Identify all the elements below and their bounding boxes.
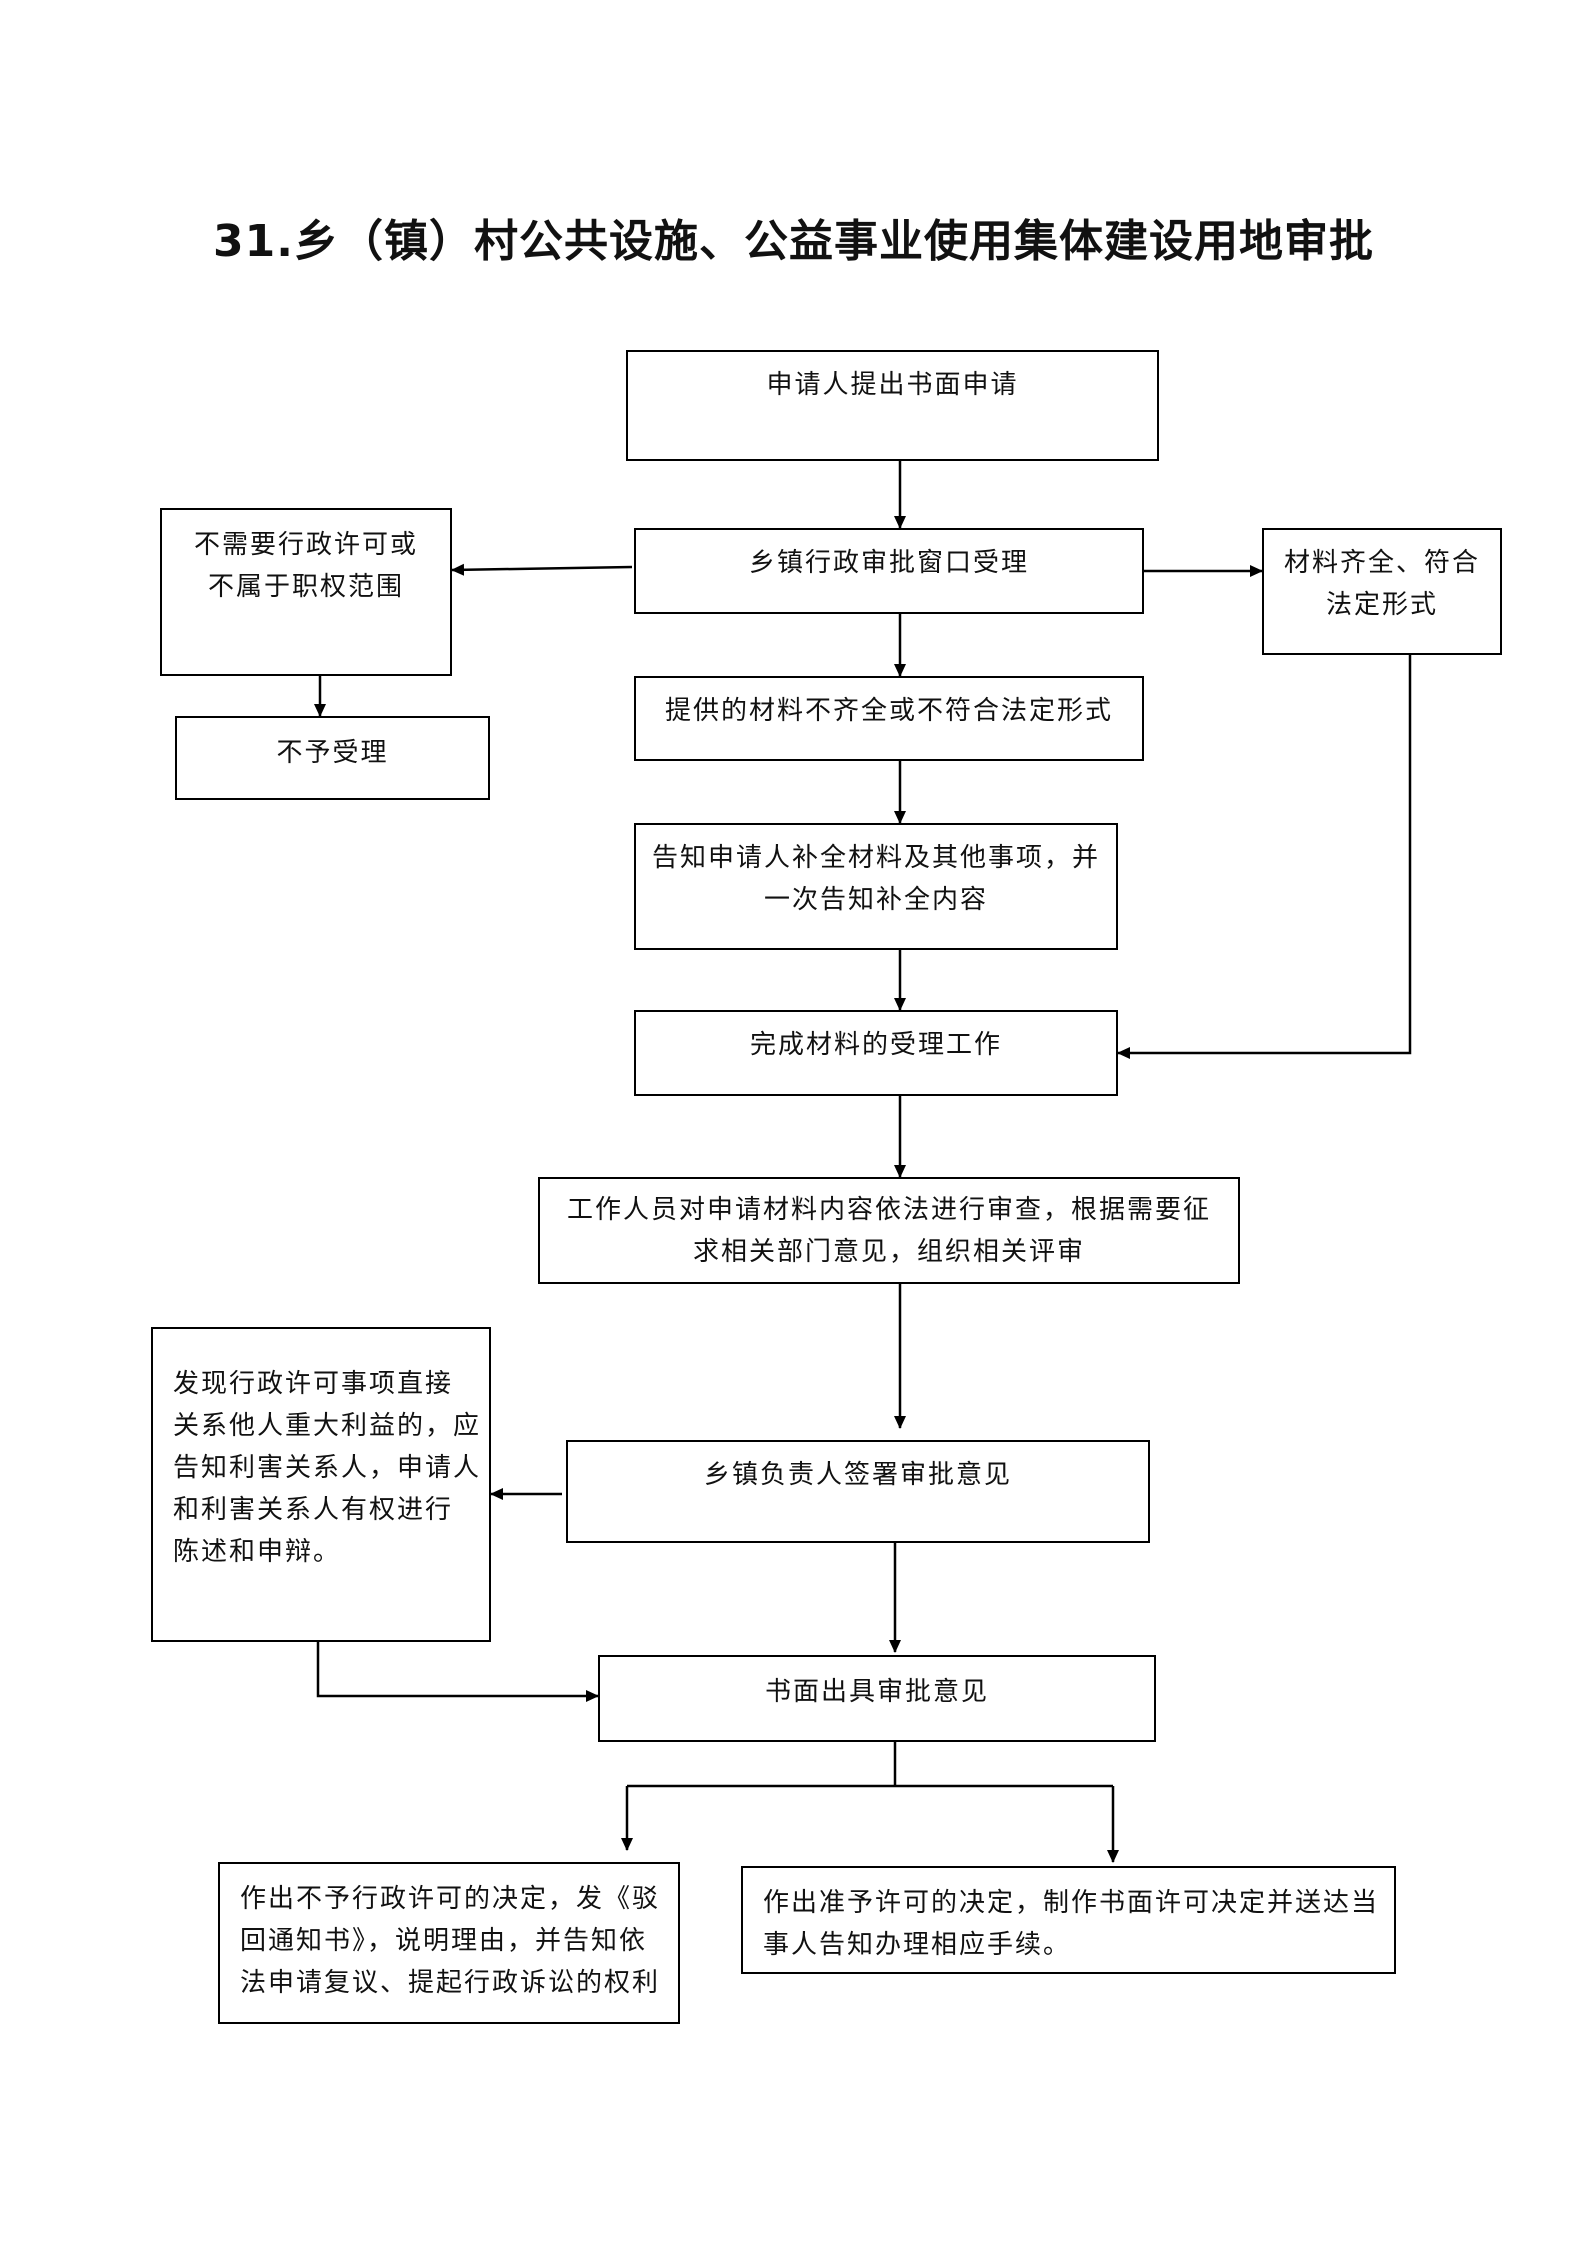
node-notify-supplement-line-1: 告知申请人补全材料及其他事项，并 <box>651 843 1100 873</box>
node-sign-line-1: 乡镇负责人签署审批意见 <box>703 1460 1012 1490</box>
node-not-needed-line-2: 不属于职权范围 <box>207 572 404 602</box>
node-accept-line-1: 乡镇行政审批窗口受理 <box>748 548 1029 578</box>
node-hearing-line-2: 关系他人重大利益的，应 <box>173 1411 482 1441</box>
node-deny-line-2: 回通知书》，说明理由，并告知依 <box>240 1926 648 1956</box>
node-incomplete-line-1: 提供的材料不齐全或不符合法定形式 <box>664 696 1113 726</box>
node-grant: 作出准予许可的决定，制作书面许可决定并送达当 事人告知办理相应手续。 <box>741 1866 1396 1974</box>
node-deny: 作出不予行政许可的决定，发《驳 回通知书》，说明理由，并告知依 法申请复议、提起… <box>218 1862 680 2024</box>
node-not-needed-line-1: 不需要行政许可或 <box>193 530 418 560</box>
node-hearing-line-1: 发现行政许可事项直接 <box>173 1369 454 1399</box>
node-complete-ok-line-2: 法定形式 <box>1325 590 1438 620</box>
node-written: 书面出具审批意见 <box>598 1655 1156 1742</box>
node-notify-supplement-line-2: 一次告知补全内容 <box>763 885 988 915</box>
node-review: 工作人员对申请材料内容依法进行审查，根据需要征 求相关部门意见，组织相关评审 <box>538 1177 1240 1284</box>
node-notify-supplement: 告知申请人补全材料及其他事项，并 一次告知补全内容 <box>634 823 1118 950</box>
node-grant-line-2: 事人告知办理相应手续。 <box>763 1930 1072 1960</box>
page-title: 31.乡（镇）村公共设施、公益事业使用集体建设用地审批 <box>213 216 1374 267</box>
node-complete-ok: 材料齐全、符合 法定形式 <box>1262 528 1502 655</box>
node-hearing-line-3: 告知利害关系人，申请人 <box>173 1453 482 1483</box>
node-sign: 乡镇负责人签署审批意见 <box>566 1440 1150 1543</box>
node-hearing: 发现行政许可事项直接 关系他人重大利益的，应 告知利害关系人，申请人 和利害关系… <box>151 1327 491 1642</box>
arrow-completeok-finish <box>1117 655 1412 1059</box>
node-apply-line-1: 申请人提出书面申请 <box>766 370 1019 400</box>
node-hearing-line-5: 陈述和申辩。 <box>173 1537 342 1567</box>
node-finish-accept: 完成材料的受理工作 <box>634 1010 1118 1096</box>
node-written-line-1: 书面出具审批意见 <box>764 1677 989 1707</box>
arrow-hearing-written <box>316 1642 599 1702</box>
node-not-needed: 不需要行政许可或 不属于职权范围 <box>160 508 452 676</box>
node-reject: 不予受理 <box>175 716 490 800</box>
node-reject-line-1: 不予受理 <box>276 738 389 768</box>
node-finish-accept-line-1: 完成材料的受理工作 <box>749 1030 1002 1060</box>
node-accept: 乡镇行政审批窗口受理 <box>634 528 1144 614</box>
node-grant-line-1: 作出准予许可的决定，制作书面许可决定并送达当 <box>763 1888 1380 1918</box>
node-complete-ok-line-1: 材料齐全、符合 <box>1283 548 1480 578</box>
arrow-accept-notneeded <box>451 563 633 576</box>
node-deny-line-3: 法申请复议、提起行政诉讼的权利 <box>240 1968 661 1998</box>
node-deny-line-1: 作出不予行政许可的决定，发《驳 <box>240 1884 661 1914</box>
node-apply: 申请人提出书面申请 <box>626 350 1159 461</box>
node-hearing-line-4: 和利害关系人有权进行 <box>173 1495 454 1525</box>
node-incomplete: 提供的材料不齐全或不符合法定形式 <box>634 676 1144 761</box>
node-review-line-1: 工作人员对申请材料内容依法进行审查，根据需要征 <box>566 1195 1211 1225</box>
node-review-line-2: 求相关部门意见，组织相关评审 <box>692 1237 1085 1267</box>
